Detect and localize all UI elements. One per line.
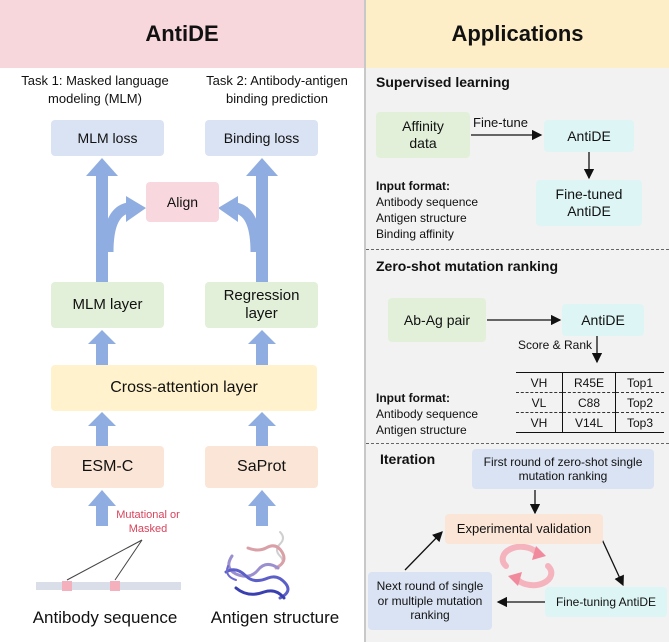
left-title: AntiDE [145, 21, 219, 46]
sequence-bar [36, 582, 181, 590]
mutational-label: Mutational or Masked [116, 509, 180, 535]
seq-to-esm-arrow [96, 506, 108, 526]
mlm-loss-box: MLM loss [51, 120, 164, 156]
affinity-data-box: Affinity data [376, 112, 470, 158]
binding-loss-label: Binding loss [223, 129, 300, 146]
left-header: AntiDE [0, 0, 364, 68]
struct-to-saprot-arrow [256, 506, 268, 526]
supervised-input-format-label: Input format: [376, 179, 450, 193]
zero-shot-input-format: Input format: Antibody sequence Antigen … [376, 390, 478, 438]
esm-label: ESM-C [81, 458, 134, 476]
experimental-validation-label: Experimental validation [456, 521, 592, 537]
table-row: VH V14L Top3 [516, 412, 664, 433]
table-cell: Top3 [626, 415, 654, 430]
table-cell: Top1 [626, 375, 654, 390]
right-header: Applications [366, 0, 669, 68]
table-cell: VH [516, 412, 563, 433]
section-divider-1 [366, 249, 669, 250]
ab-ag-pair-label: Ab-Ag pair [403, 311, 471, 328]
mlm-layer-label: MLM layer [72, 296, 143, 313]
affinity-data-label: Affinity data [402, 118, 444, 151]
zero-shot-heading: Zero-shot mutation ranking [376, 258, 558, 274]
refresh-cycle-icon [499, 543, 555, 589]
mutation-site-1 [62, 581, 72, 591]
saprot-box: SaProt [205, 446, 318, 488]
mutation-ranking-table: VH R45E Top1 VL C88 Top2 VH V14L Top3 [516, 372, 664, 433]
panel-divider [364, 0, 366, 642]
align-label: Align [166, 193, 199, 210]
table-row: VL C88 Top2 [516, 392, 664, 413]
table-cell: R45E [562, 372, 616, 393]
supervised-heading: Supervised learning [376, 74, 510, 90]
experimental-validation-box: Experimental validation [445, 514, 603, 544]
fine-tune-label: Fine-tune [473, 115, 528, 130]
zero-shot-antide-label: AntiDE [581, 311, 625, 328]
align-box: Align [146, 182, 219, 222]
mutation-site-2 [110, 581, 120, 591]
esm-box: ESM-C [51, 446, 164, 488]
left-panel-bg [0, 68, 364, 642]
fine-tuned-box: Fine-tuned AntiDE [536, 180, 642, 226]
next-round-label: Next round of single or multiple mutatio… [376, 579, 484, 623]
mlm-to-loss-arrow [96, 175, 108, 282]
task1-label: Task 1: Masked language modeling (MLM) [21, 73, 169, 106]
protein-structure-icon [224, 531, 290, 600]
regression-layer-box: Regression layer [205, 282, 318, 328]
mlm-loss-label: MLM loss [77, 129, 138, 146]
score-rank-label: Score & Rank [518, 338, 593, 352]
fine-tuning-box: Fine-tuning AntiDE [545, 587, 667, 617]
reg-to-loss-arrow [256, 175, 268, 282]
fine-tuned-label: Fine-tuned AntiDE [555, 186, 623, 219]
supervised-input-1: Antibody sequence [376, 195, 479, 209]
antigen-structure-label: Antigen structure [210, 608, 340, 627]
left-arrows [36, 158, 290, 600]
supervised-antide-label: AntiDE [567, 127, 611, 144]
supervised-antide-box: AntiDE [544, 120, 634, 152]
table-cell: Top2 [626, 395, 654, 410]
zero-shot-input-1: Antibody sequence [376, 407, 479, 421]
fine-tuning-label: Fine-tuning AntiDE [555, 594, 657, 609]
cross-attention-box: Cross-attention layer [51, 365, 317, 411]
supervised-input-format: Input format: Antibody sequence Antigen … [376, 178, 478, 242]
mlm-layer-box: MLM layer [51, 282, 164, 328]
first-round-label: First round of zero-shot single mutation… [483, 454, 643, 483]
table-cell: V14L [562, 412, 616, 433]
cross-attention-label: Cross-attention layer [110, 379, 258, 397]
regression-layer-label: Regression layer [223, 287, 300, 322]
saprot-label: SaProt [237, 458, 286, 476]
next-round-box: Next round of single or multiple mutatio… [368, 572, 492, 630]
antibody-sequence-label: Antibody sequence [32, 608, 178, 627]
table-cell: VL [516, 392, 563, 413]
supervised-input-3: Binding affinity [376, 227, 454, 241]
task2-label: Task 2: Antibody-antigen binding predict… [206, 73, 348, 106]
table-row: VH R45E Top1 [516, 372, 664, 393]
binding-loss-box: Binding loss [205, 120, 318, 156]
section-divider-2 [366, 443, 669, 444]
ab-ag-pair-box: Ab-Ag pair [388, 298, 486, 342]
iteration-heading: Iteration [380, 451, 436, 467]
right-title: Applications [451, 21, 584, 46]
zero-shot-antide-box: AntiDE [562, 304, 644, 336]
first-round-box: First round of zero-shot single mutation… [472, 449, 654, 489]
zero-shot-input-2: Antigen structure [376, 423, 467, 437]
zero-shot-input-format-label: Input format: [376, 391, 450, 405]
table-cell: C88 [562, 392, 616, 413]
supervised-input-2: Antigen structure [376, 211, 467, 225]
table-cell: VH [516, 372, 563, 393]
